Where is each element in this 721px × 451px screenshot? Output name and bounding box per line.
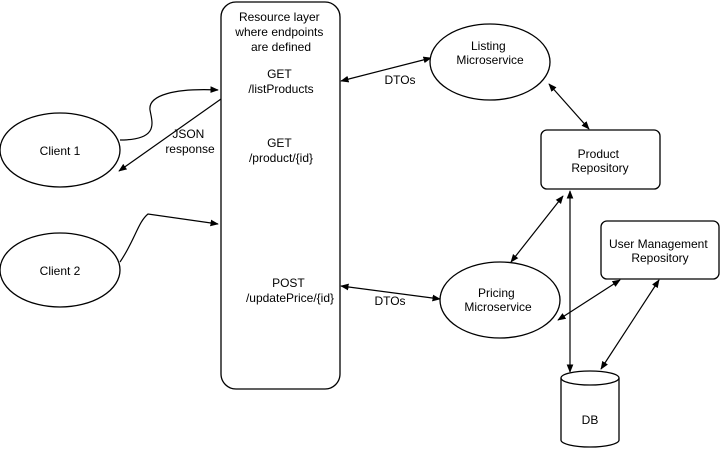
client-1-label: Client 1	[40, 144, 81, 158]
user-repo-line-2: Repository	[631, 251, 688, 265]
resource-layer: Resource layer where endpoints are defin…	[220, 1, 341, 390]
edge-resource-pricing-dtos	[340, 283, 441, 302]
endpoint-update-path: /updatePrice/{id}	[246, 291, 334, 305]
edge-pricing-user-repo	[557, 279, 621, 321]
user-management-repository: User Management Repository	[600, 220, 720, 280]
endpoint-update-price: POST /updatePrice/{id}	[246, 276, 334, 305]
resource-layer-line-3: are defined	[251, 40, 311, 54]
endpoint-product-method: GET	[267, 136, 292, 150]
listing-line-1: Listing	[471, 39, 506, 53]
edge-json-response-to-client1	[118, 98, 222, 172]
pricing-microservice: Pricing Microservice	[439, 261, 561, 339]
db-cylinder: DB	[560, 370, 620, 448]
json-response-line-1: JSON	[172, 127, 204, 141]
edge-client2-to-resource-layer	[119, 213, 219, 263]
dtos-listing-label: DTOs	[384, 73, 415, 87]
db-label: DB	[582, 413, 599, 427]
edge-user-repo-db	[600, 279, 660, 370]
pricing-microservice-label: Pricing Microservice	[464, 286, 532, 314]
resource-layer-line-2: where endpoints	[234, 25, 323, 39]
client-2-label: Client 2	[40, 264, 81, 278]
resource-layer-title: Resource layer where endpoints are defin…	[234, 10, 326, 54]
product-repo-line-1: Product	[578, 147, 620, 161]
user-repository-label: User Management Repository	[609, 237, 711, 265]
edge-pricing-product-repo	[510, 195, 564, 263]
edge-resource-listing-dtos	[340, 56, 432, 83]
endpoint-update-method: POST	[272, 276, 305, 290]
listing-line-2: Microservice	[456, 53, 524, 67]
endpoint-product-by-id: GET /product/{id}	[249, 136, 313, 165]
client-1: Client 1	[0, 112, 121, 188]
edge-listing-product-repo	[548, 83, 590, 130]
product-repository-label: Product Repository	[571, 147, 628, 175]
user-repo-line-1: User Management	[609, 237, 708, 251]
pricing-line-2: Microservice	[464, 300, 532, 314]
edges	[118, 56, 660, 373]
json-response-line-2: response	[165, 142, 215, 156]
resource-layer-line-1: Resource layer	[239, 10, 320, 24]
endpoint-list-products: GET /listProducts	[248, 67, 313, 96]
product-repository: Product Repository	[540, 129, 661, 190]
json-response-label: JSON response	[165, 127, 215, 156]
listing-microservice-label: Listing Microservice	[456, 39, 524, 67]
endpoint-list-products-path: /listProducts	[248, 82, 313, 96]
dtos-pricing-label: DTOs	[374, 294, 405, 308]
endpoint-list-products-method: GET	[267, 67, 292, 81]
listing-microservice: Listing Microservice	[429, 23, 551, 101]
client-2: Client 2	[0, 232, 121, 308]
edge-client1-to-list-products	[119, 86, 219, 141]
pricing-line-1: Pricing	[478, 286, 515, 300]
product-repo-line-2: Repository	[571, 161, 628, 175]
endpoint-product-path: /product/{id}	[249, 151, 313, 165]
